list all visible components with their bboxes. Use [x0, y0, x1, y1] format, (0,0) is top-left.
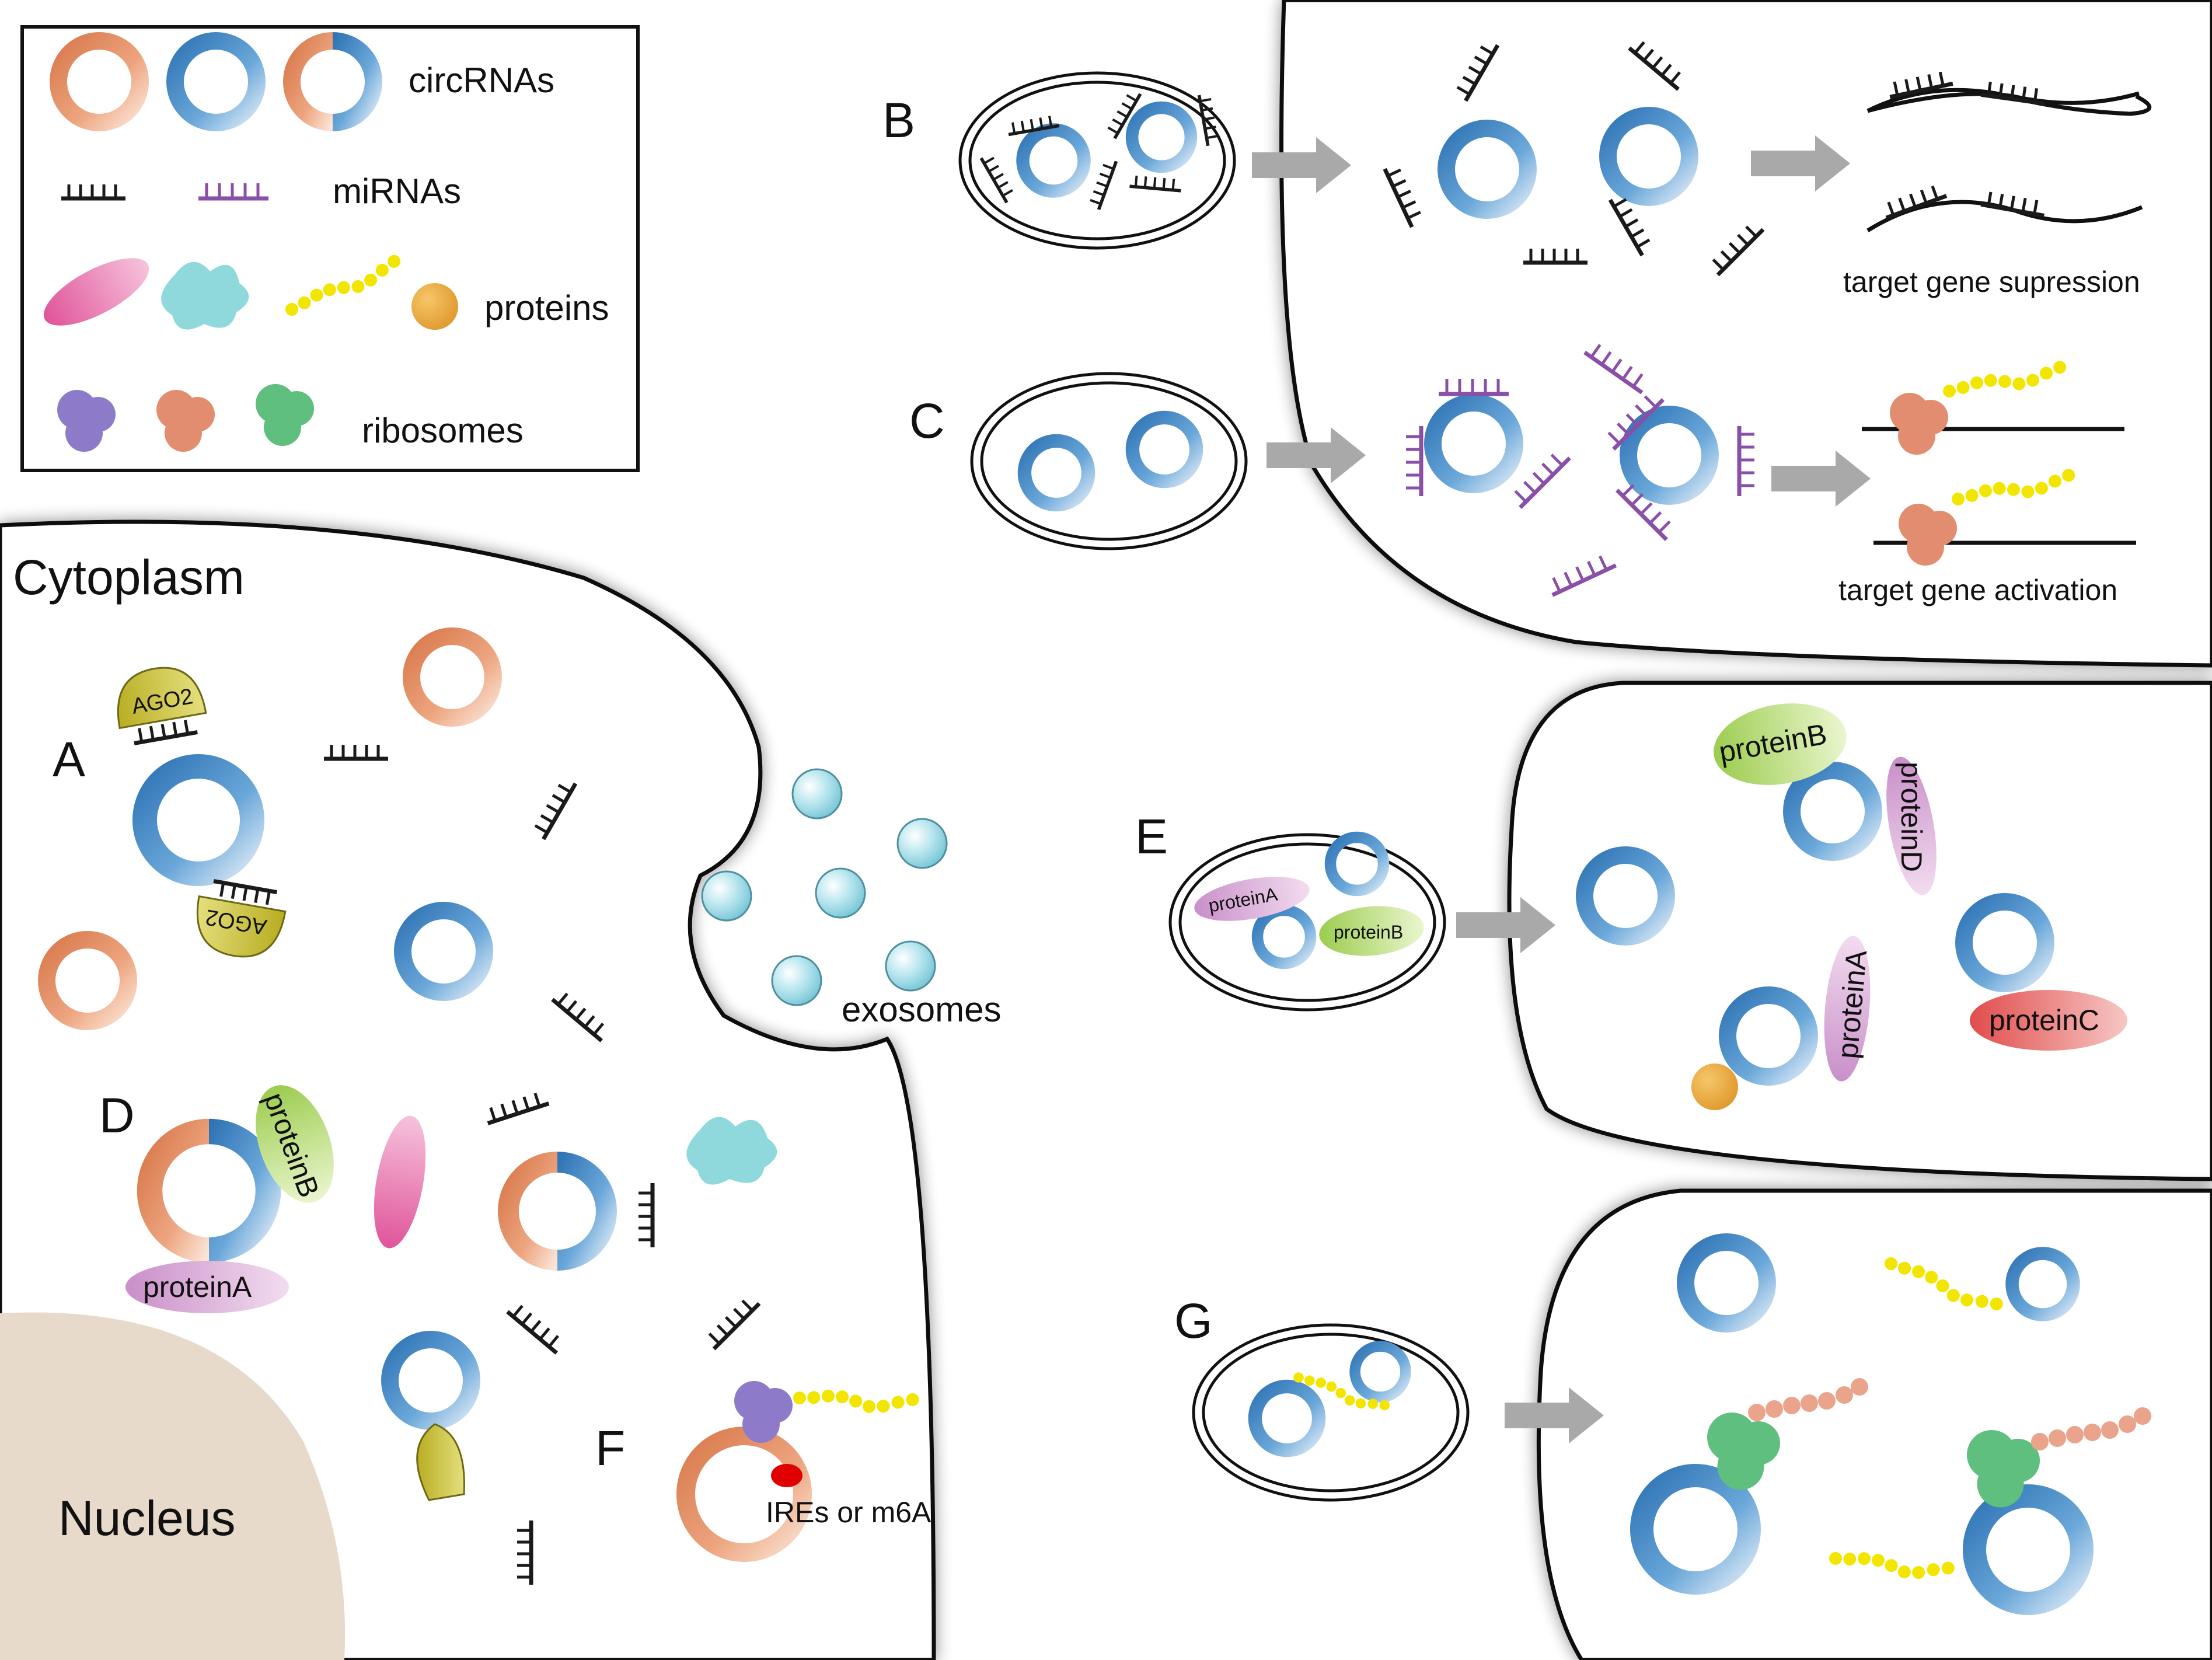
protein-pink-free — [374, 1115, 426, 1249]
protein-teal-icon — [161, 261, 249, 330]
target-mrna-suppressed-2 — [1866, 183, 2143, 232]
protein-b-e — [1714, 703, 1847, 785]
protein-d-e — [1886, 756, 1937, 895]
circrna-g-translating-2 — [1963, 1407, 2151, 1615]
exosome-6 — [885, 940, 936, 992]
protein-pink-icon — [43, 258, 149, 326]
protein-a-e — [1824, 936, 1871, 1082]
ires-label: IREs or m6A — [766, 1496, 931, 1529]
panel-label-c: C — [909, 393, 945, 448]
target-mrna-suppressed-1 — [1866, 70, 2151, 116]
recipient-cell-2-membrane — [1507, 681, 2212, 1181]
recipient-cell-3-membrane — [1536, 1188, 2212, 1660]
suppression-label: target gene supression — [1843, 266, 2140, 298]
circrna-sponge-a — [132, 754, 264, 886]
legend: circRNAs miRNAs proteins ribosomes — [20, 25, 640, 472]
recipient-cell-1-membrane — [1279, 0, 2212, 668]
exosome-5 — [771, 955, 822, 1006]
protein-c-e — [1970, 990, 2127, 1051]
protein-gold-e — [1691, 1063, 1738, 1110]
target-mrna-activated-2 — [1873, 468, 2136, 566]
panel-label-e: E — [1135, 809, 1168, 864]
legend-frame — [20, 25, 640, 472]
circrna-g-translating-1 — [1630, 1378, 1868, 1595]
protein-b-e-vesicle-label: proteinB — [1334, 922, 1403, 943]
exosome-1 — [791, 768, 843, 819]
exosome-3 — [701, 870, 752, 922]
panel-label-f: F — [595, 1421, 625, 1476]
protein-c-e-label: proteinC — [1989, 1004, 2099, 1037]
protein-gold-icon — [411, 283, 458, 330]
panel-label-d: D — [99, 1088, 135, 1143]
exosomes-label: exosomes — [842, 990, 1001, 1029]
circrna-translatable-f — [676, 1427, 812, 1562]
legend-circrnas-label: circRNAs — [409, 61, 554, 100]
panel-label-a: A — [53, 732, 85, 787]
nucleus — [0, 1312, 346, 1660]
protein-a-d-label: proteinA — [143, 1271, 252, 1303]
panel-label-g: G — [1174, 1293, 1212, 1348]
protein-d-e-label: proteinD — [1895, 762, 1928, 872]
exosome-vesicle-e: proteinA proteinB — [1170, 835, 1445, 1010]
cytoplasm-label: Cytoplasm — [13, 550, 245, 605]
ago2-free — [416, 1423, 465, 1501]
exosome-2 — [896, 818, 948, 869]
exosome-vesicle-b — [960, 73, 1234, 248]
protein-teal-free — [686, 1117, 777, 1185]
protein-a-d — [125, 1261, 289, 1313]
exosome-vesicle-g — [1194, 1325, 1468, 1500]
legend-mirnas-label: miRNAs — [333, 172, 461, 211]
ires-marker — [771, 1464, 803, 1487]
ago2-complex-top: AGO2 — [117, 667, 207, 745]
nucleus-label: Nucleus — [58, 1491, 235, 1546]
legend-proteins-label: proteins — [484, 288, 609, 327]
legend-ribosomes-label: ribosomes — [362, 411, 524, 450]
activation-label: target gene activation — [1838, 574, 2117, 606]
protein-b-d — [256, 1085, 334, 1203]
exosome-vesicle-c — [972, 374, 1246, 549]
target-mrna-activated-1 — [1862, 360, 2124, 455]
exosome-4 — [815, 867, 866, 919]
panel-label-b: B — [882, 93, 915, 148]
ago2-complex-bottom: AGO2 — [196, 879, 287, 958]
